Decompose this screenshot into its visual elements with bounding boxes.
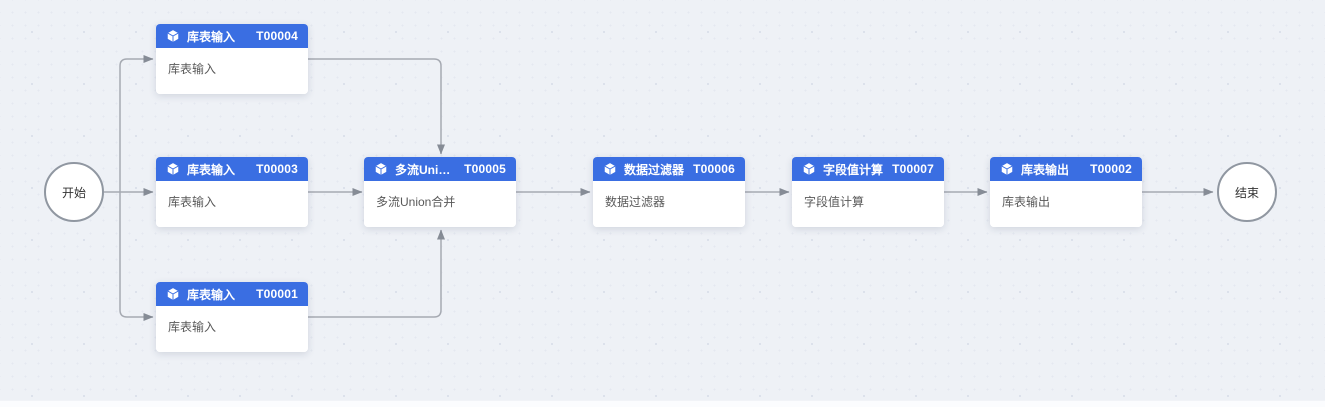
end-node[interactable]: 结束 [1217,162,1277,222]
start-node[interactable]: 开始 [44,162,104,222]
edge-start-to-t00001[interactable] [119,192,154,321]
node-header: 数据过滤器 T00006 [593,157,745,181]
node-header: 字段值计算 T00007 [792,157,944,181]
node-body: 多流Union合并 [364,181,516,227]
node-title: 库表输入 [187,162,236,177]
node-header: 库表输出 T00002 [990,157,1142,181]
node-title: 库表输入 [187,29,236,44]
node-t00005[interactable]: 多流Union... T00005 多流Union合并 [364,157,516,227]
node-header: 库表输入 T00003 [156,157,308,181]
node-body-label: 库表输入 [168,195,217,209]
node-t00006[interactable]: 数据过滤器 T00006 数据过滤器 [593,157,745,227]
node-id: T00005 [464,162,506,176]
node-body-label: 字段值计算 [804,195,865,209]
node-body: 字段值计算 [792,181,944,227]
node-body-label: 库表输出 [1002,195,1051,209]
canvas-bottom-edge [0,400,1325,407]
node-title: 库表输出 [1021,162,1070,177]
node-title: 字段值计算 [823,162,884,177]
node-id: T00003 [256,162,298,176]
end-label: 结束 [1234,185,1259,200]
node-body-label: 库表输入 [168,62,217,76]
node-id: T00001 [256,287,298,301]
node-t00003[interactable]: 库表输入 T00003 库表输入 [156,157,308,227]
node-header: 库表输入 T00004 [156,24,308,48]
node-id: T00002 [1090,162,1132,176]
node-id: T00004 [256,29,298,43]
node-body: 库表输入 [156,306,308,352]
start-label: 开始 [61,185,86,200]
edge-t00004-to-t00005[interactable] [308,58,445,155]
node-body: 库表输出 [990,181,1142,227]
cube-icon [603,162,617,176]
node-id: T00006 [693,162,735,176]
node-id: T00007 [892,162,934,176]
node-t00004[interactable]: 库表输入 T00004 库表输入 [156,24,308,94]
cube-icon [166,29,180,43]
node-body: 数据过滤器 [593,181,745,227]
cube-icon [166,162,180,176]
node-t00007[interactable]: 字段值计算 T00007 字段值计算 [792,157,944,227]
node-title: 库表输入 [187,287,236,302]
node-title: 数据过滤器 [624,162,685,177]
node-body-label: 数据过滤器 [605,195,666,209]
node-body: 库表输入 [156,48,308,94]
node-body: 库表输入 [156,181,308,227]
node-t00002[interactable]: 库表输出 T00002 库表输出 [990,157,1142,227]
node-header: 库表输入 T00001 [156,282,308,306]
node-title: 多流Union... [395,162,457,177]
edge-start-to-t00004[interactable] [119,55,154,192]
cube-icon [802,162,816,176]
cube-icon [1000,162,1014,176]
cube-icon [166,287,180,301]
edge-t00001-to-t00005[interactable] [308,229,445,318]
node-body-label: 库表输入 [168,320,217,334]
cube-icon [374,162,388,176]
node-header: 多流Union... T00005 [364,157,516,181]
node-t00001[interactable]: 库表输入 T00001 库表输入 [156,282,308,352]
node-body-label: 多流Union合并 [376,195,456,209]
